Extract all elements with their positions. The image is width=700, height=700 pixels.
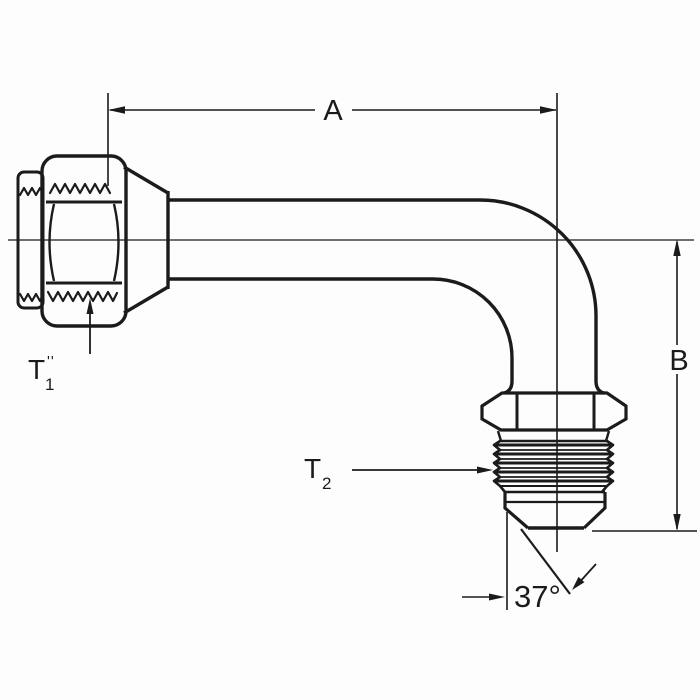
tip-chamfer-edges [503,492,607,530]
t2-subscript: 2 [322,474,331,493]
thread-root-lines [501,449,606,478]
dimension-b: B [592,239,697,532]
tube-outer-line [168,198,605,395]
flare-tip [503,490,607,530]
male-threads [492,430,615,494]
dim-b-arrow-up [673,239,681,256]
thread-crest-lines [496,443,611,483]
t2-label: T [304,453,321,484]
t1-tick-marks: '' [47,353,55,370]
nut-body [40,154,128,328]
nut-hex-arc-right [112,203,120,282]
cone-slant-top [123,165,169,195]
nut-knurl-top [48,182,112,195]
thread-shoulder-right [604,430,611,442]
dim-a-arrow-left [108,106,125,114]
dimension-a-label: A [323,95,343,127]
dimension-b-label: B [669,345,688,377]
t2-leader-arrow [477,466,493,474]
cone-slant-bottom [123,285,169,315]
nut-hex-arc-left [48,203,56,282]
swivel-nut [16,154,128,328]
t1-subscript: 1 [45,375,54,394]
thread-shoulder-left [496,430,503,442]
centerlines [8,93,694,552]
nut-knurl-top-cap [18,186,45,197]
flare-angle-callout: 37° [462,512,597,614]
angle-leader-arrow [572,576,585,590]
hex-outline [480,391,628,432]
nut-knurl-bottom [46,290,119,303]
nut-knurl-bottom-cap [18,292,45,303]
t1-leader-arrow [86,298,94,314]
tube-elbow [168,198,605,395]
t1-callout: T 1 '' [28,298,94,394]
male-hex [480,391,628,432]
t1-label: T [28,354,45,385]
dim-b-arrow-down [673,514,681,531]
tube-inner-line [168,277,514,395]
angle-arrow-right [489,593,505,601]
flare-angle-label: 37° [514,579,561,614]
angle-reference-line [520,528,571,595]
dim-a-arrow-right [540,106,557,114]
thread-edge-left [492,439,507,494]
flare-cone [123,165,170,315]
dimension-a: A [107,93,557,186]
thread-edge-right [600,439,615,494]
t2-callout: T 2 [304,453,493,493]
